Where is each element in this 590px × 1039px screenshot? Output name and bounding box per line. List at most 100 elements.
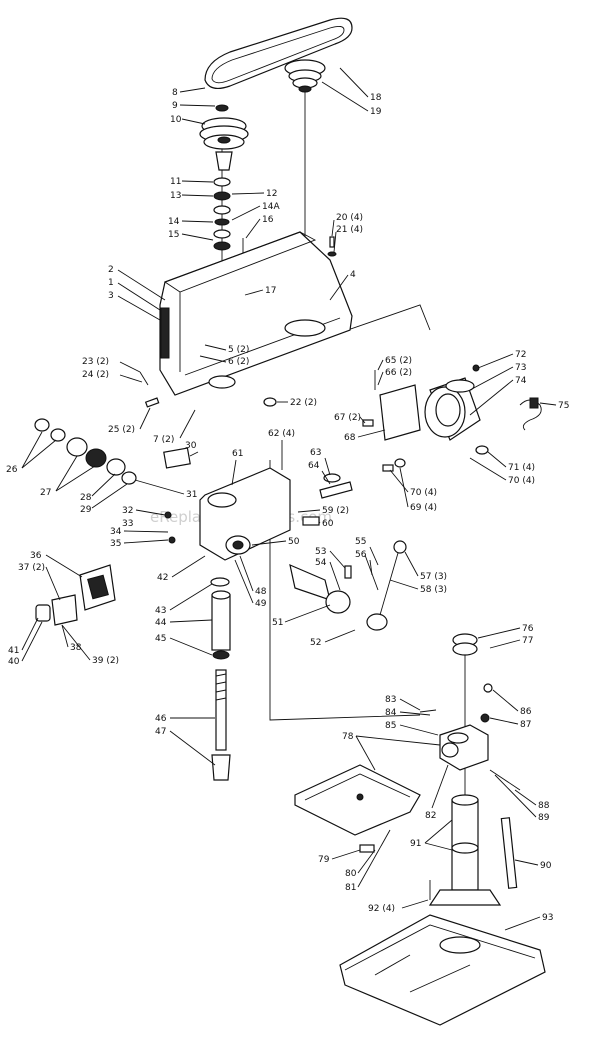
label-41: 41 bbox=[8, 646, 19, 656]
table-bracket-part[interactable] bbox=[439, 683, 493, 771]
feed-hub-part[interactable] bbox=[289, 540, 407, 631]
label-9: 9 bbox=[172, 101, 178, 111]
label-65: 65 (2) bbox=[385, 356, 412, 366]
power-cord-part[interactable] bbox=[519, 397, 542, 431]
label-88: 88 bbox=[538, 801, 550, 811]
screw-32-part[interactable] bbox=[164, 511, 172, 519]
label-24: 24 (2) bbox=[82, 370, 109, 380]
label-16: 16 bbox=[262, 215, 274, 225]
washer-21-part[interactable] bbox=[327, 251, 337, 257]
table-axis-line bbox=[269, 460, 421, 721]
label-54: 54 bbox=[315, 558, 327, 568]
label-35: 35 bbox=[110, 539, 121, 549]
motor-pulley-part[interactable] bbox=[284, 59, 326, 93]
head-casting-part[interactable] bbox=[199, 467, 291, 561]
screw-23-part[interactable] bbox=[139, 371, 149, 386]
work-table-part[interactable] bbox=[294, 764, 421, 836]
label-26: 26 bbox=[6, 465, 18, 475]
label-73: 73 bbox=[515, 363, 526, 373]
label-85: 85 bbox=[385, 721, 396, 731]
label-76: 76 bbox=[522, 624, 534, 634]
label-33: 33 bbox=[122, 519, 133, 529]
label-34: 34 bbox=[110, 527, 122, 537]
switch-box-part[interactable] bbox=[35, 564, 116, 626]
label-68: 68 bbox=[344, 433, 356, 443]
part-60[interactable] bbox=[302, 516, 320, 526]
label-92: 92 (4) bbox=[368, 904, 395, 914]
label-86: 86 bbox=[520, 707, 532, 717]
label-23: 23 (2) bbox=[82, 357, 109, 367]
label-21: 21 (4) bbox=[336, 225, 363, 235]
bearing-stack-part[interactable] bbox=[213, 177, 231, 251]
bolt-79-part[interactable] bbox=[359, 844, 375, 853]
label-40: 40 bbox=[8, 657, 20, 667]
rod-64-part[interactable] bbox=[319, 481, 353, 499]
belt-part[interactable] bbox=[204, 17, 353, 90]
label-20: 20 (4) bbox=[336, 213, 363, 223]
label-29: 29 bbox=[80, 505, 92, 515]
label-70: 70 (4) bbox=[410, 488, 437, 498]
label-61: 61 bbox=[232, 449, 243, 459]
label-62: 62 (4) bbox=[268, 429, 295, 439]
label-84: 84 bbox=[385, 708, 397, 718]
pin-83-part[interactable] bbox=[419, 709, 437, 713]
label-51: 51 bbox=[272, 618, 283, 628]
label-31: 31 bbox=[186, 490, 197, 500]
label-2: 2 bbox=[108, 265, 114, 275]
nut-71-part[interactable] bbox=[475, 445, 489, 455]
label-82: 82 bbox=[425, 811, 436, 821]
label-87: 87 bbox=[520, 720, 531, 730]
label-59: 59 (2) bbox=[322, 506, 349, 516]
label-28: 28 bbox=[80, 493, 92, 503]
motor-part[interactable] bbox=[379, 364, 481, 441]
label-25: 25 (2) bbox=[108, 425, 135, 435]
label-70b: 70 (4) bbox=[508, 476, 535, 486]
label-6: 6 (2) bbox=[228, 357, 249, 367]
lever-88-part[interactable] bbox=[489, 769, 521, 791]
collar-76b-part[interactable] bbox=[452, 642, 478, 656]
label-69: 69 (4) bbox=[410, 503, 437, 513]
label-80: 80 bbox=[345, 869, 357, 879]
base-part[interactable] bbox=[339, 914, 546, 1026]
label-45: 45 bbox=[155, 634, 166, 644]
label-57: 57 (3) bbox=[420, 572, 447, 582]
label-56: 56 bbox=[355, 550, 367, 560]
bolt-67-part[interactable] bbox=[362, 419, 374, 427]
label-38: 38 bbox=[70, 643, 82, 653]
bolt-70-part[interactable] bbox=[382, 464, 394, 472]
plate-30-part[interactable] bbox=[163, 447, 191, 469]
label-55: 55 bbox=[355, 537, 366, 547]
label-75: 75 bbox=[558, 401, 569, 411]
label-77: 77 bbox=[522, 636, 533, 646]
label-30: 30 bbox=[185, 441, 197, 451]
label-66: 66 (2) bbox=[385, 368, 412, 378]
screw-35-part[interactable] bbox=[168, 536, 176, 544]
pin-25-part[interactable] bbox=[144, 397, 160, 408]
label-13: 13 bbox=[170, 191, 181, 201]
label-15: 15 bbox=[168, 230, 179, 240]
label-27: 27 bbox=[40, 488, 51, 498]
label-18: 18 bbox=[370, 93, 382, 103]
quill-part[interactable] bbox=[210, 577, 231, 660]
pulley-cover-part[interactable] bbox=[159, 231, 353, 396]
label-1: 1 bbox=[108, 278, 114, 288]
label-37: 37 (2) bbox=[18, 563, 45, 573]
spindle-part[interactable] bbox=[211, 669, 231, 781]
label-36: 36 bbox=[30, 551, 42, 561]
label-47: 47 bbox=[155, 727, 166, 737]
feed-spring-parts[interactable] bbox=[34, 418, 137, 485]
label-14a: 14A bbox=[262, 202, 280, 212]
label-91: 91 bbox=[410, 839, 421, 849]
knob-22-part[interactable] bbox=[263, 397, 277, 407]
label-58: 58 (3) bbox=[420, 585, 447, 595]
label-14: 14 bbox=[168, 217, 180, 227]
column-part[interactable] bbox=[428, 794, 502, 906]
spindle-pulley-part[interactable] bbox=[199, 104, 249, 171]
washer-69-part[interactable] bbox=[394, 458, 406, 468]
rack-90-part[interactable] bbox=[500, 817, 518, 889]
screw-20-part[interactable] bbox=[329, 236, 335, 248]
label-17: 17 bbox=[265, 286, 276, 296]
label-74: 74 bbox=[515, 376, 527, 386]
label-64: 64 bbox=[308, 461, 320, 471]
